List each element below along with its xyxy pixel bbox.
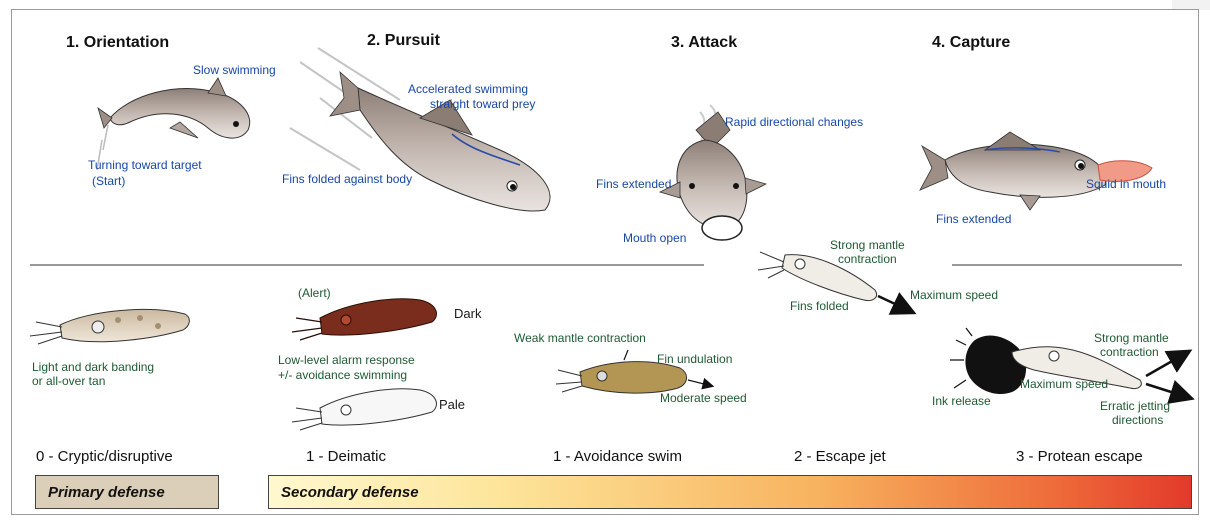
heading-orientation: 1. Orientation: [66, 34, 169, 52]
label-straight-toward-prey: straight toward prey: [430, 97, 535, 112]
fish-capture-illustration: [920, 132, 1152, 210]
label-erratic-jetting-1: Erratic jetting: [1100, 399, 1170, 414]
strategy-deimatic: 1 - Deimatic: [306, 448, 386, 465]
label-fins-extended-capture: Fins extended: [936, 212, 1011, 227]
heading-attack: 3. Attack: [671, 34, 737, 52]
label-fins-extended-attack: Fins extended: [596, 177, 671, 192]
label-fin-undulation: Fin undulation: [657, 352, 732, 367]
primary-defense-bar: Primary defense: [35, 475, 219, 509]
label-ink-release: Ink release: [932, 394, 991, 409]
squid-dark-illustration: [292, 299, 436, 340]
label-turning-toward-target: Turning toward target: [88, 158, 202, 173]
label-alarm-response-2: +/- avoidance swimming: [278, 368, 407, 383]
label-maximum-speed-protean: Maximum speed: [1020, 377, 1108, 392]
label-pale: Pale: [439, 397, 465, 412]
label-mouth-open: Mouth open: [623, 231, 686, 246]
label-squid-in-mouth: Squid in mouth: [1086, 177, 1166, 192]
squid-pale-illustration: [292, 389, 436, 430]
label-strong-mantle-protean-2: contraction: [1100, 345, 1159, 360]
heading-capture: 4. Capture: [932, 34, 1010, 52]
heading-pursuit: 2. Pursuit: [367, 32, 440, 50]
label-cryptic-description-1: Light and dark banding: [32, 360, 154, 375]
strategy-escape-jet: 2 - Escape jet: [794, 448, 886, 465]
label-start: (Start): [92, 174, 125, 189]
label-fins-folded-escape: Fins folded: [790, 299, 849, 314]
label-strong-mantle-escape-2: contraction: [838, 252, 897, 267]
label-alert: (Alert): [298, 286, 331, 301]
label-slow-swimming: Slow swimming: [193, 63, 276, 78]
strategy-protean-escape: 3 - Protean escape: [1016, 448, 1143, 465]
label-accelerated-swimming: Accelerated swimming: [408, 82, 528, 97]
label-fins-folded-against-body: Fins folded against body: [282, 172, 412, 187]
label-strong-mantle-protean-1: Strong mantle: [1094, 331, 1169, 346]
label-cryptic-description-2: or all-over tan: [32, 374, 105, 389]
strategy-cryptic: 0 - Cryptic/disruptive: [36, 448, 173, 465]
label-alarm-response-1: Low-level alarm response: [278, 353, 415, 368]
fish-orientation-illustration: [97, 78, 250, 170]
strategy-avoidance-swim: 1 - Avoidance swim: [553, 448, 682, 465]
label-moderate-speed: Moderate speed: [660, 391, 747, 406]
label-strong-mantle-escape-1: Strong mantle: [830, 238, 905, 253]
label-erratic-jetting-2: directions: [1112, 413, 1163, 428]
label-weak-mantle-contraction: Weak mantle contraction: [514, 331, 646, 346]
label-dark: Dark: [454, 306, 481, 321]
secondary-defense-bar: Secondary defense: [268, 475, 1192, 509]
label-maximum-speed-escape: Maximum speed: [910, 288, 998, 303]
squid-cryptic-illustration: [30, 310, 189, 344]
label-rapid-directional-changes: Rapid directional changes: [725, 115, 863, 130]
